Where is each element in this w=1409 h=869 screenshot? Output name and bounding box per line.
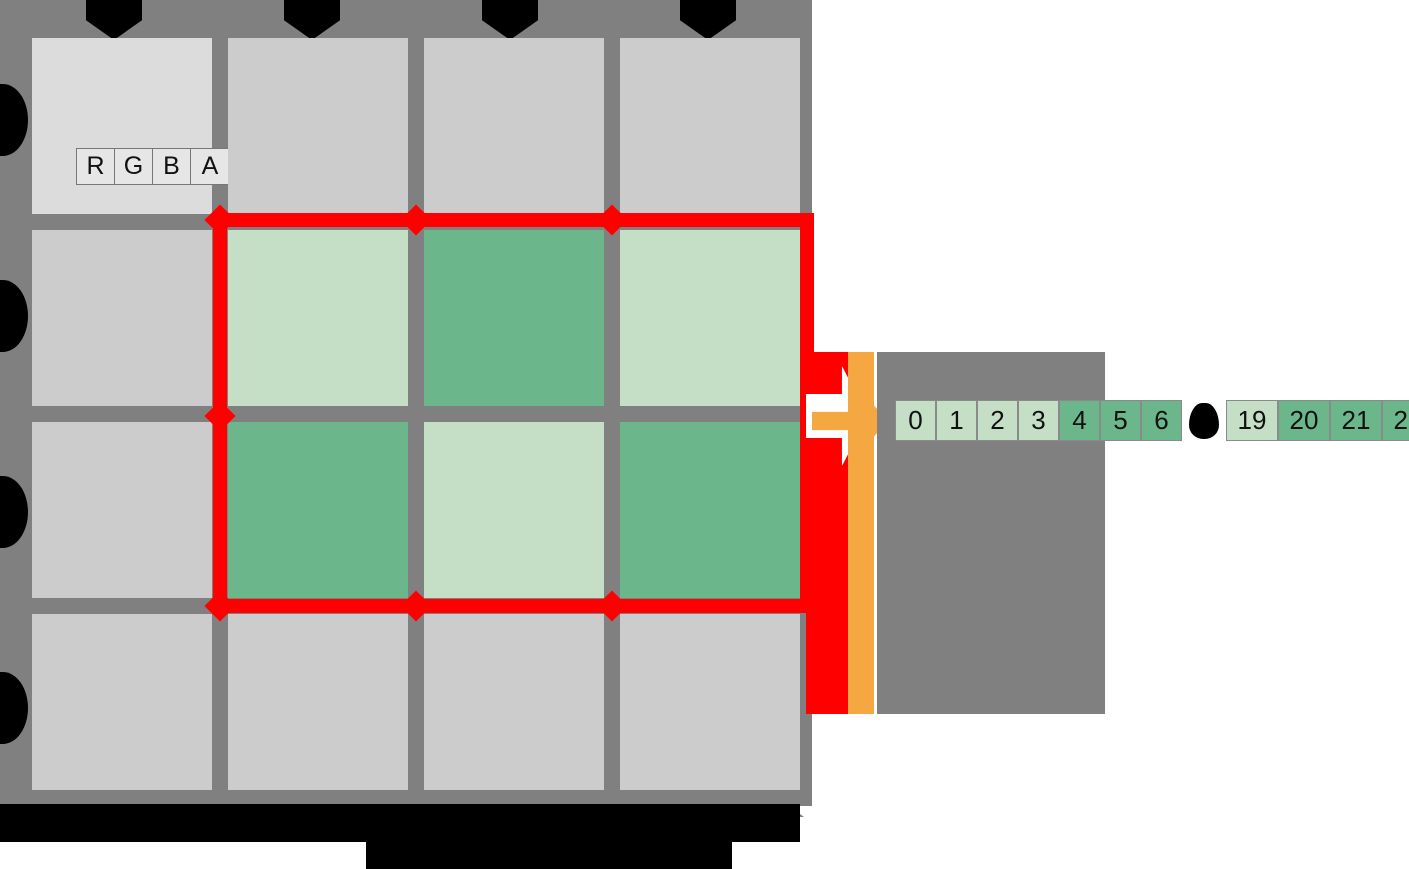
texture-cell[interactable] [620, 38, 800, 214]
selection-border-bottom [218, 599, 810, 613]
rgba-channel-box: R G B A [76, 148, 230, 185]
buffer-strip: 01234561920212223 [895, 400, 1409, 441]
buffer-cell[interactable]: 4 [1059, 400, 1100, 441]
column-marker-pin-icon [284, 0, 340, 40]
texture-cell-selected[interactable] [620, 422, 800, 598]
row-marker-pin-icon [0, 672, 28, 744]
buffer-cell[interactable]: 0 [895, 400, 936, 441]
channel-label-g: G [115, 149, 153, 184]
channel-label-b: B [153, 149, 191, 184]
buffer-cell[interactable]: 6 [1141, 400, 1182, 441]
column-marker-pin-icon [482, 0, 538, 40]
texture-cell[interactable] [32, 230, 212, 406]
buffer-cell[interactable]: 5 [1100, 400, 1141, 441]
row-marker-pin-icon [0, 280, 28, 352]
row-marker-pin-icon [0, 476, 28, 548]
texture-cell[interactable] [32, 422, 212, 598]
column-marker-pin-icon [86, 0, 142, 40]
texture-cell[interactable] [424, 614, 604, 790]
buffer-ellipsis-marker-icon [1182, 400, 1226, 441]
channel-label-r: R [77, 149, 115, 184]
texture-cell[interactable] [228, 614, 408, 790]
buffer-cell[interactable]: 21 [1330, 400, 1382, 441]
buffer-cell[interactable]: 20 [1278, 400, 1330, 441]
selection-border-top [218, 213, 810, 227]
texture-cell-selected[interactable] [620, 230, 800, 406]
texture-cell[interactable] [620, 614, 800, 790]
texture-cell-selected[interactable] [228, 230, 408, 406]
texture-cell-selected[interactable] [424, 230, 604, 406]
buffer-cell[interactable]: 2 [977, 400, 1018, 441]
texture-cell-selected[interactable] [424, 422, 604, 598]
column-marker-pin-icon [680, 0, 736, 40]
texture-cell[interactable] [228, 38, 408, 214]
buffer-cell[interactable]: 22 [1382, 400, 1409, 441]
texture-cell[interactable]: R G B A [32, 38, 230, 214]
row-marker-pin-icon [0, 84, 28, 156]
bottom-black-bar-secondary [366, 826, 732, 869]
buffer-cell[interactable]: 3 [1018, 400, 1059, 441]
texture-cell[interactable] [32, 614, 212, 790]
texture-cell[interactable] [424, 38, 604, 214]
channel-label-a: A [201, 152, 219, 180]
buffer-cell[interactable]: 1 [936, 400, 977, 441]
texture-grid-panel: R G B A [0, 0, 812, 806]
buffer-cell[interactable]: 19 [1226, 400, 1278, 441]
texture-cell-selected[interactable] [228, 422, 408, 598]
